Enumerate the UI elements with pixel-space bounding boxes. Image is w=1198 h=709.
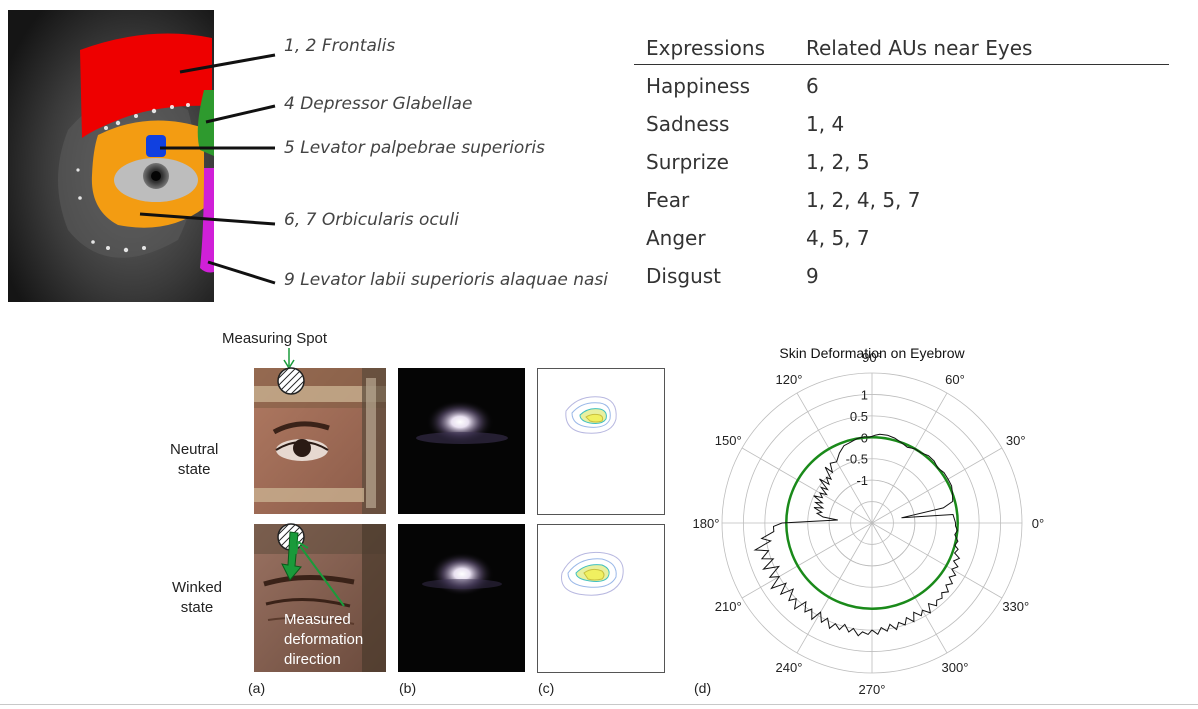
measured-direction-label: Measured deformation direction bbox=[284, 611, 364, 668]
angle-tick-label: 30° bbox=[1006, 433, 1026, 448]
angle-tick-label: 60° bbox=[945, 372, 965, 387]
table-row: Anger 4, 5, 7 bbox=[634, 219, 1169, 257]
polar-spoke bbox=[871, 447, 1003, 524]
panel-letter-c: (c) bbox=[538, 680, 555, 696]
au-cell: 6 bbox=[806, 74, 819, 98]
expression-cell: Anger bbox=[646, 226, 706, 250]
au-table: Expressions Related AUs near Eyes Happin… bbox=[634, 32, 1169, 295]
neutral-face-photo bbox=[254, 368, 386, 514]
measuring-spot-label: Measuring Spot bbox=[222, 330, 328, 347]
contour-plot-neutral bbox=[537, 368, 665, 515]
bottom-divider bbox=[0, 704, 1198, 705]
polar-spoke bbox=[796, 522, 873, 654]
speckle-image-neutral bbox=[398, 368, 525, 514]
polar-spoke bbox=[871, 522, 1003, 599]
angle-tick-label: 120° bbox=[776, 372, 803, 387]
au-cell: 9 bbox=[806, 264, 819, 288]
winked-state-label: Winked state bbox=[172, 579, 223, 616]
angle-tick-label: 90° bbox=[862, 350, 882, 365]
label-levator-palpebrae: 5 Levator palpebrae superioris bbox=[284, 138, 545, 158]
header-related-aus: Related AUs near Eyes bbox=[806, 36, 1033, 60]
expression-cell: Disgust bbox=[646, 264, 722, 288]
angle-tick-label: 180° bbox=[693, 516, 720, 531]
au-cell: 1, 2, 5 bbox=[806, 150, 870, 174]
deformation-series-line bbox=[753, 433, 961, 637]
angle-tick-label: 330° bbox=[1002, 599, 1029, 614]
label-orbicularis-oculi: 6, 7 Orbicularis oculi bbox=[284, 210, 459, 230]
label-frontalis: 1, 2 Frontalis bbox=[284, 36, 396, 56]
polar-spoke bbox=[741, 522, 873, 599]
radial-tick-label: -0.5 bbox=[846, 452, 868, 467]
levator-palpebrae-region bbox=[146, 135, 166, 157]
table-row: Fear 1, 2, 4, 5, 7 bbox=[634, 181, 1169, 219]
polar-spoke bbox=[871, 392, 948, 524]
radial-tick-label: -1 bbox=[856, 473, 868, 488]
radial-tick-label: 0.5 bbox=[850, 409, 868, 424]
angle-tick-label: 150° bbox=[715, 433, 742, 448]
angle-tick-label: 210° bbox=[715, 599, 742, 614]
polar-chart: Skin Deformation on Eyebrow 0° 30° 60° 90° 1… bbox=[693, 345, 1045, 697]
polar-spoke bbox=[741, 447, 873, 524]
panel-letter-b: (b) bbox=[399, 680, 417, 696]
neutral-state-label: Neutral state bbox=[170, 441, 219, 478]
angle-tick-label: 240° bbox=[776, 660, 803, 675]
radial-tick-label: 1 bbox=[861, 387, 868, 402]
chart-title: Skin Deformation on Eyebrow bbox=[779, 345, 965, 361]
au-table-header: Expressions Related AUs near Eyes bbox=[634, 32, 1169, 65]
frontalis-region bbox=[80, 33, 212, 139]
angle-tick-label: 270° bbox=[859, 682, 886, 697]
angle-tick-label: 0° bbox=[1032, 516, 1044, 531]
label-depressor-glabellae: 4 Depressor Glabellae bbox=[284, 94, 473, 114]
au-cell: 4, 5, 7 bbox=[806, 226, 870, 250]
speckle-image-winked bbox=[398, 524, 525, 672]
measuring-spot-marker-icon bbox=[277, 367, 305, 395]
expression-cell: Sadness bbox=[646, 112, 730, 136]
polar-spoke bbox=[796, 392, 873, 524]
label-levator-labii: 9 Levator labii superioris alaquae nasi bbox=[284, 270, 609, 290]
eye-muscle-photo bbox=[8, 10, 214, 302]
table-row: Happiness 6 bbox=[634, 67, 1169, 105]
panel-letter-a: (a) bbox=[248, 680, 266, 696]
series-lines bbox=[753, 433, 961, 637]
angle-tick-label: 300° bbox=[942, 660, 969, 675]
polar-grid bbox=[721, 372, 1023, 674]
expression-cell: Fear bbox=[646, 188, 690, 212]
angle-tick-labels: 0° 30° 60° 90° 120° 150° 180° 210° 240° 270° 300° 3… bbox=[693, 350, 1045, 697]
winked-face-photo bbox=[254, 524, 386, 672]
deformation-arrow-icon bbox=[281, 531, 302, 581]
polar-spoke bbox=[871, 522, 948, 654]
table-row: Surprize 1, 2, 5 bbox=[634, 143, 1169, 181]
table-row: Disgust 9 bbox=[634, 257, 1169, 295]
table-row: Sadness 1, 4 bbox=[634, 105, 1169, 143]
header-expressions: Expressions bbox=[646, 36, 765, 60]
contour-plot-winked bbox=[537, 524, 665, 673]
direction-pointer-icon bbox=[295, 540, 345, 607]
expression-cell: Surprize bbox=[646, 150, 729, 174]
au-cell: 1, 4 bbox=[806, 112, 845, 136]
eye-muscle-map bbox=[8, 10, 214, 302]
au-cell: 1, 2, 4, 5, 7 bbox=[806, 188, 921, 212]
panel-letter-d: (d) bbox=[694, 680, 712, 696]
expression-cell: Happiness bbox=[646, 74, 751, 98]
